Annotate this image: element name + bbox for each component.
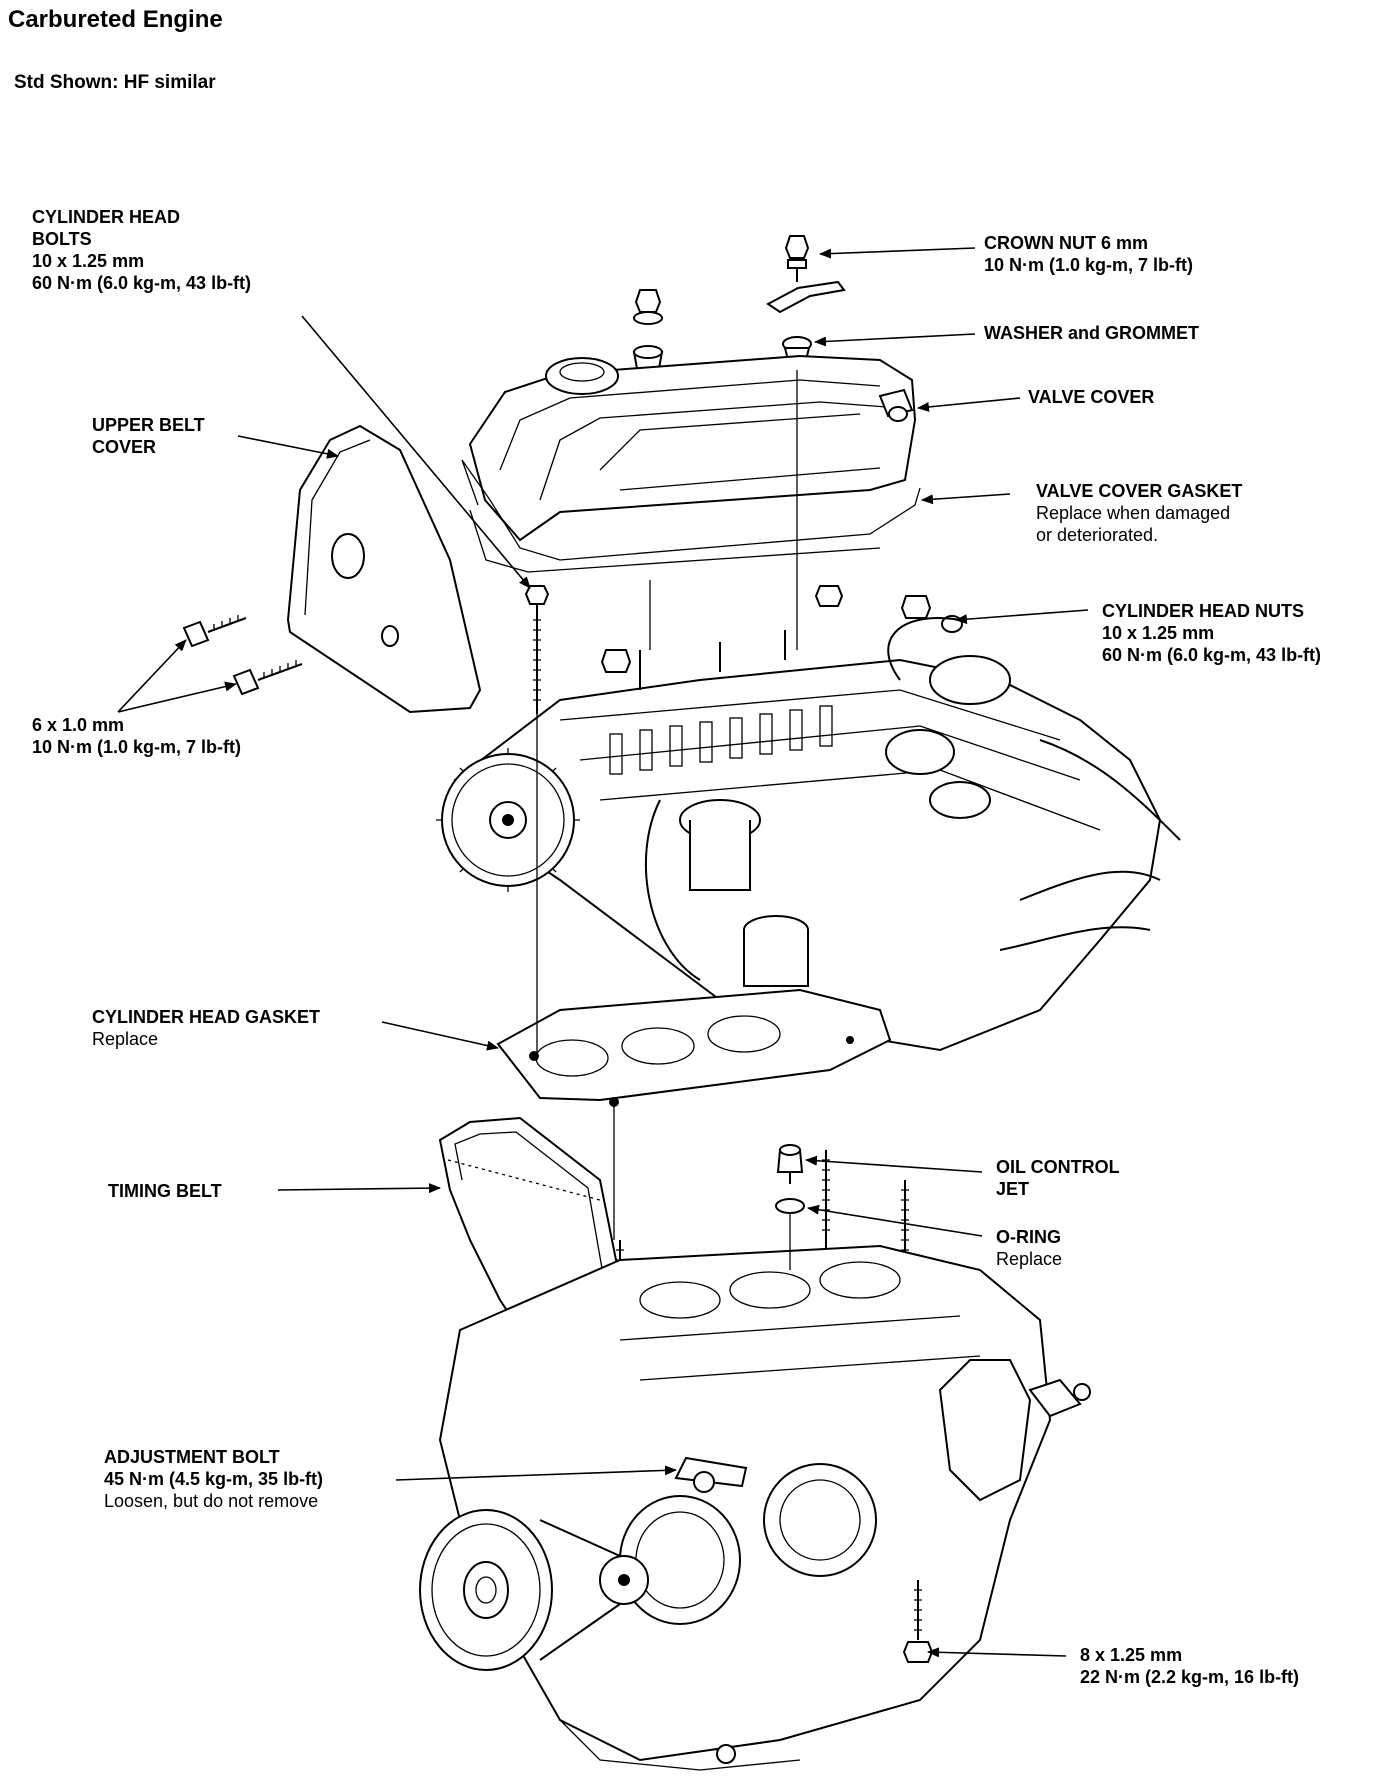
leader-lines	[117, 247, 1089, 1658]
cylinder-head-bolts-torque: 60 N·m (6.0 kg-m, 43 lb-ft)	[32, 273, 252, 293]
cylinder-head-nuts-torque: 60 N·m (6.0 kg-m, 43 lb-ft)	[1102, 645, 1322, 665]
crown-nut-torque: 10 N·m (1.0 kg-m, 7 lb-ft)	[984, 255, 1194, 275]
valve-cover-part	[468, 354, 917, 542]
camshaft-pulley	[436, 748, 580, 892]
upper-belt-cover-name-1: UPPER BELT	[92, 415, 205, 435]
o-ring-note: Replace	[996, 1249, 1063, 1269]
callout-crown-nut: CROWN NUT 6 mm 10 N·m (1.0 kg-m, 7 lb-ft…	[984, 232, 1193, 276]
cylinder-head-bolts-size: 10 x 1.25 mm	[32, 251, 145, 271]
alignment-lines	[536, 370, 798, 1270]
cylinder-head-gasket-name: CYLINDER HEAD GASKET	[92, 1007, 321, 1027]
callout-oil-control-jet: OIL CONTROL JET	[996, 1156, 1120, 1200]
callout-washer-grommet: WASHER and GROMMET	[984, 322, 1199, 344]
callout-o-ring: O-RING Replace	[996, 1226, 1062, 1270]
callout-valve-cover: VALVE COVER	[1028, 386, 1154, 408]
engine-block-part	[438, 1244, 1091, 1771]
o-ring-name: O-RING	[996, 1227, 1061, 1247]
page-title: Carbureted Engine	[8, 6, 223, 33]
callout-cylinder-head-nuts: CYLINDER HEAD NUTS 10 x 1.25 mm 60 N·m (…	[1102, 600, 1321, 666]
bracket-bolt-size: 8 x 1.25 mm	[1080, 1645, 1183, 1665]
adjustment-bolt-name: ADJUSTMENT BOLT	[104, 1447, 280, 1467]
valve-cover-gasket-part	[461, 459, 921, 561]
valve-cover-assembly	[461, 235, 921, 573]
valve-cover-name: VALVE COVER	[1028, 387, 1155, 407]
crankshaft-pulley-part	[419, 1509, 553, 1671]
belt-cover-bolts-size: 6 x 1.0 mm	[32, 715, 125, 735]
bracket-bolt-torque: 22 N·m (2.2 kg-m, 16 lb-ft)	[1080, 1667, 1300, 1687]
block-studs	[616, 1150, 909, 1320]
belt-cover-bolts-torque: 10 N·m (1.0 kg-m, 7 lb-ft)	[32, 737, 242, 757]
adjustment-bolt-torque: 45 N·m (4.5 kg-m, 35 lb-ft)	[104, 1469, 324, 1489]
crown-nut-bracket	[766, 280, 846, 314]
cylinder-head-nuts-size: 10 x 1.25 mm	[1102, 623, 1215, 643]
crown-nut-name: CROWN NUT 6 mm	[984, 233, 1149, 253]
callout-timing-belt: TIMING BELT	[108, 1180, 222, 1202]
valve-cover-gasket-note-1: Replace when damaged	[1036, 503, 1231, 523]
page-subtitle: Std Shown: HF similar	[14, 72, 216, 93]
callout-upper-belt-cover: UPPER BELT COVER	[92, 414, 205, 458]
upper-belt-cover-name-2: COVER	[92, 437, 157, 457]
cylinder-head-bolts-name-2: BOLTS	[32, 229, 92, 249]
timing-belt-name: TIMING BELT	[108, 1181, 222, 1201]
callout-cylinder-head-bolts: CYLINDER HEAD BOLTS 10 x 1.25 mm 60 N·m …	[32, 206, 251, 294]
cylinder-head-bolts-name-1: CYLINDER HEAD	[32, 207, 181, 227]
cylinder-head-nuts-name: CYLINDER HEAD NUTS	[1102, 601, 1305, 621]
callout-bracket-bolt: 8 x 1.25 mm 22 N·m (2.2 kg-m, 16 lb-ft)	[1080, 1644, 1299, 1688]
oil-control-jet-part	[776, 1144, 804, 1184]
belt-cover-bolt-upper	[182, 615, 247, 648]
cylinder-head-gasket-part	[496, 988, 892, 1107]
callout-valve-cover-gasket: VALVE COVER GASKET Replace when damaged …	[1036, 480, 1242, 546]
valve-cover-gasket-name: VALVE COVER GASKET	[1036, 481, 1243, 501]
cylinder-head-gasket-note: Replace	[92, 1029, 159, 1049]
drain-bolt	[716, 1744, 736, 1764]
crown-nut-part	[784, 235, 810, 282]
valve-cover-gasket-note-2: or deteriorated.	[1036, 525, 1159, 545]
callout-belt-cover-bolts: 6 x 1.0 mm 10 N·m (1.0 kg-m, 7 lb-ft)	[32, 714, 241, 758]
upper-belt-cover-part	[182, 424, 482, 714]
callout-cylinder-head-gasket: CYLINDER HEAD GASKET Replace	[92, 1006, 320, 1050]
belt-cover-bolt-lower	[232, 660, 303, 696]
cylinder-head-bolt-part	[524, 585, 550, 714]
cylinder-head-nut-parts	[600, 585, 963, 673]
bracket-bolt-part	[902, 1580, 934, 1663]
alternator-part	[539, 1495, 741, 1661]
callout-adjustment-bolt: ADJUSTMENT BOLT 45 N·m (4.5 kg-m, 35 lb-…	[104, 1446, 323, 1512]
cylinder-head-part	[436, 617, 1181, 1052]
adjustment-bolt-part	[674, 1456, 748, 1493]
oil-control-jet-name-2: JET	[996, 1179, 1030, 1199]
adjustment-bolt-note: Loosen, but do not remove	[104, 1491, 319, 1511]
o-ring-part	[775, 1198, 805, 1214]
oil-control-jet-name-1: OIL CONTROL	[996, 1157, 1120, 1177]
washer-grommet-name: WASHER and GROMMET	[984, 323, 1199, 343]
